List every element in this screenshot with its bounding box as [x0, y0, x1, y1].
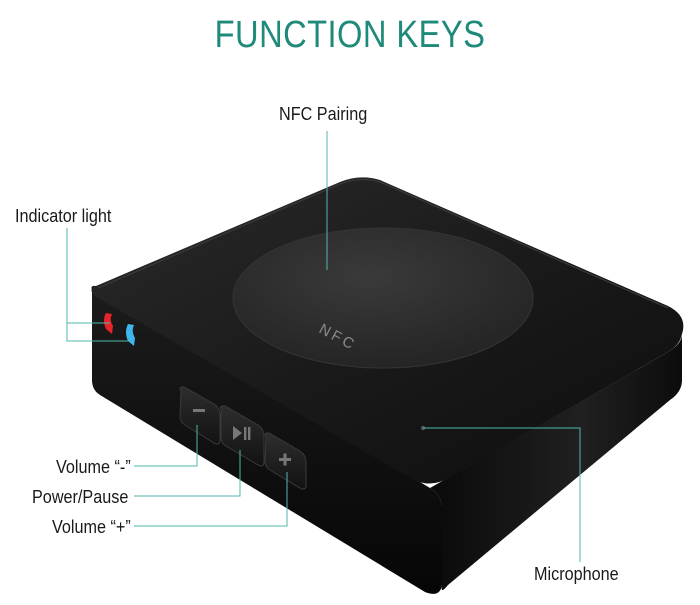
volume-plus-label: Volume “+” — [52, 517, 131, 537]
plus-icon — [279, 453, 291, 466]
microphone-label: Microphone — [534, 564, 619, 584]
leader-lines — [66, 131, 581, 562]
volume-plus-button[interactable] — [264, 432, 307, 490]
power-pause-label: Power/Pause — [32, 487, 129, 507]
power-pause-button[interactable] — [220, 405, 265, 467]
nfc-pairing-label: NFC Pairing — [279, 104, 368, 124]
page-title: FUNCTION KEYS — [214, 14, 486, 56]
device-side-face — [430, 336, 682, 590]
nfc-pad[interactable] — [232, 227, 534, 369]
volume-minus-label: Volume “-” — [56, 457, 131, 477]
volume-minus-button[interactable] — [179, 386, 221, 445]
minus-icon — [193, 409, 205, 412]
play-pause-icon — [233, 426, 251, 440]
indicator-light-label: Indicator light — [15, 206, 112, 226]
